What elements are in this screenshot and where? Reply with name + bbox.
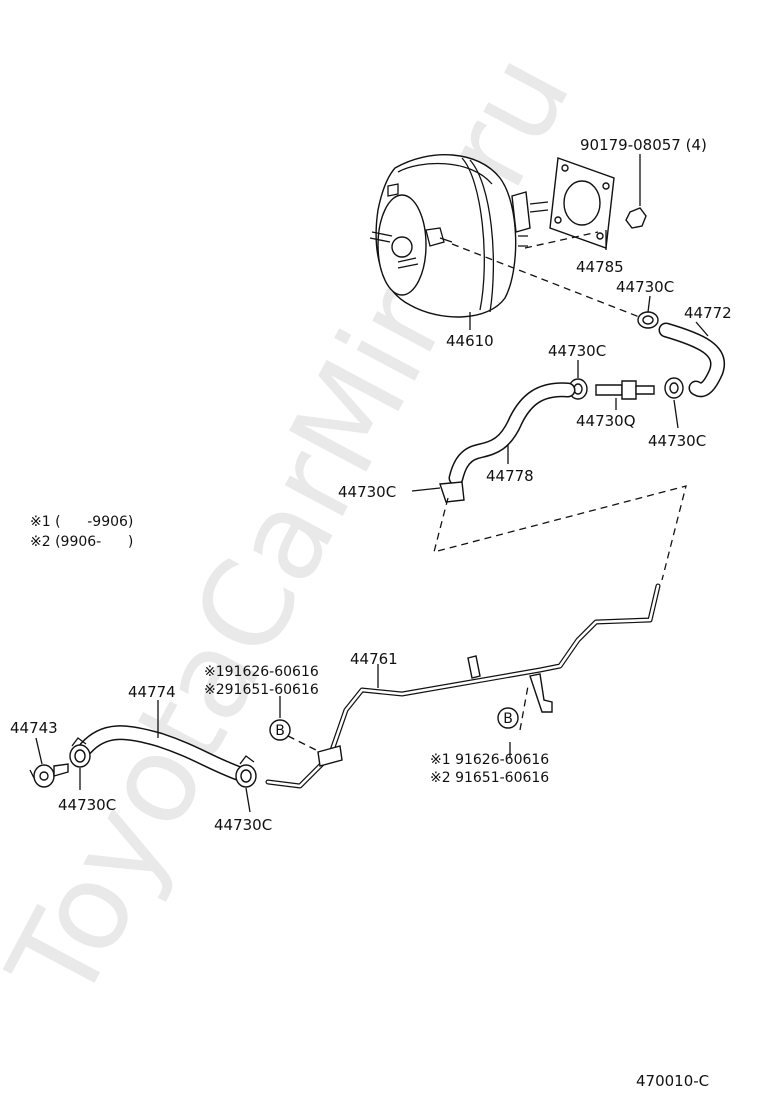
ref-left-1: ※191626-60616 bbox=[204, 664, 319, 680]
hose-44772[interactable] bbox=[658, 322, 725, 398]
ref-right-2: ※2 91651-60616 bbox=[430, 770, 549, 786]
callout-b-left: B bbox=[269, 719, 291, 741]
brake-booster[interactable] bbox=[369, 154, 549, 318]
union-44743[interactable] bbox=[29, 763, 69, 788]
label-44730c-bottom-mid: 44730C bbox=[214, 816, 272, 834]
callout-b-right-text: B bbox=[503, 711, 513, 727]
label-44730c-bottom-left: 44730C bbox=[58, 796, 116, 814]
label-44743: 44743 bbox=[10, 719, 58, 737]
nut-90179[interactable] bbox=[625, 207, 647, 229]
label-44730c-lower: 44730C bbox=[338, 483, 396, 501]
clamp-lower[interactable] bbox=[439, 481, 465, 503]
ref-right-1: ※1 91626-60616 bbox=[430, 752, 549, 768]
label-44730c-mid-left: 44730C bbox=[548, 342, 606, 360]
note-line-1: ※1 ( -9906) bbox=[30, 514, 133, 530]
label-44610: 44610 bbox=[446, 332, 494, 350]
gasket-plate[interactable] bbox=[549, 157, 615, 249]
ref-left-2: ※291651-60616 bbox=[204, 682, 319, 698]
clamp-top[interactable] bbox=[637, 311, 659, 329]
label-44785: 44785 bbox=[576, 258, 624, 276]
label-44761: 44761 bbox=[350, 650, 398, 668]
check-valve-44730q[interactable] bbox=[595, 380, 655, 400]
clamp-mid-right[interactable] bbox=[664, 377, 684, 399]
label-44730q: 44730Q bbox=[576, 412, 636, 430]
label-44778: 44778 bbox=[486, 467, 534, 485]
label-44730c-top: 44730C bbox=[616, 278, 674, 296]
label-44774: 44774 bbox=[128, 683, 176, 701]
label-90179-08057: 90179-08057 (4) bbox=[580, 136, 707, 154]
hose-44778[interactable] bbox=[448, 382, 576, 486]
note-line-2: ※2 (9906- ) bbox=[30, 534, 133, 550]
hose-44774[interactable] bbox=[78, 725, 248, 782]
label-44730c-mid-right: 44730C bbox=[648, 432, 706, 450]
callout-b-right: B bbox=[497, 707, 519, 729]
clamp-bottom-left[interactable] bbox=[69, 737, 91, 768]
clamp-bottom-mid[interactable] bbox=[235, 755, 257, 788]
diagram-code: 470010-C bbox=[636, 1072, 709, 1090]
callout-b-left-text: B bbox=[275, 723, 285, 739]
label-44772: 44772 bbox=[684, 304, 732, 322]
